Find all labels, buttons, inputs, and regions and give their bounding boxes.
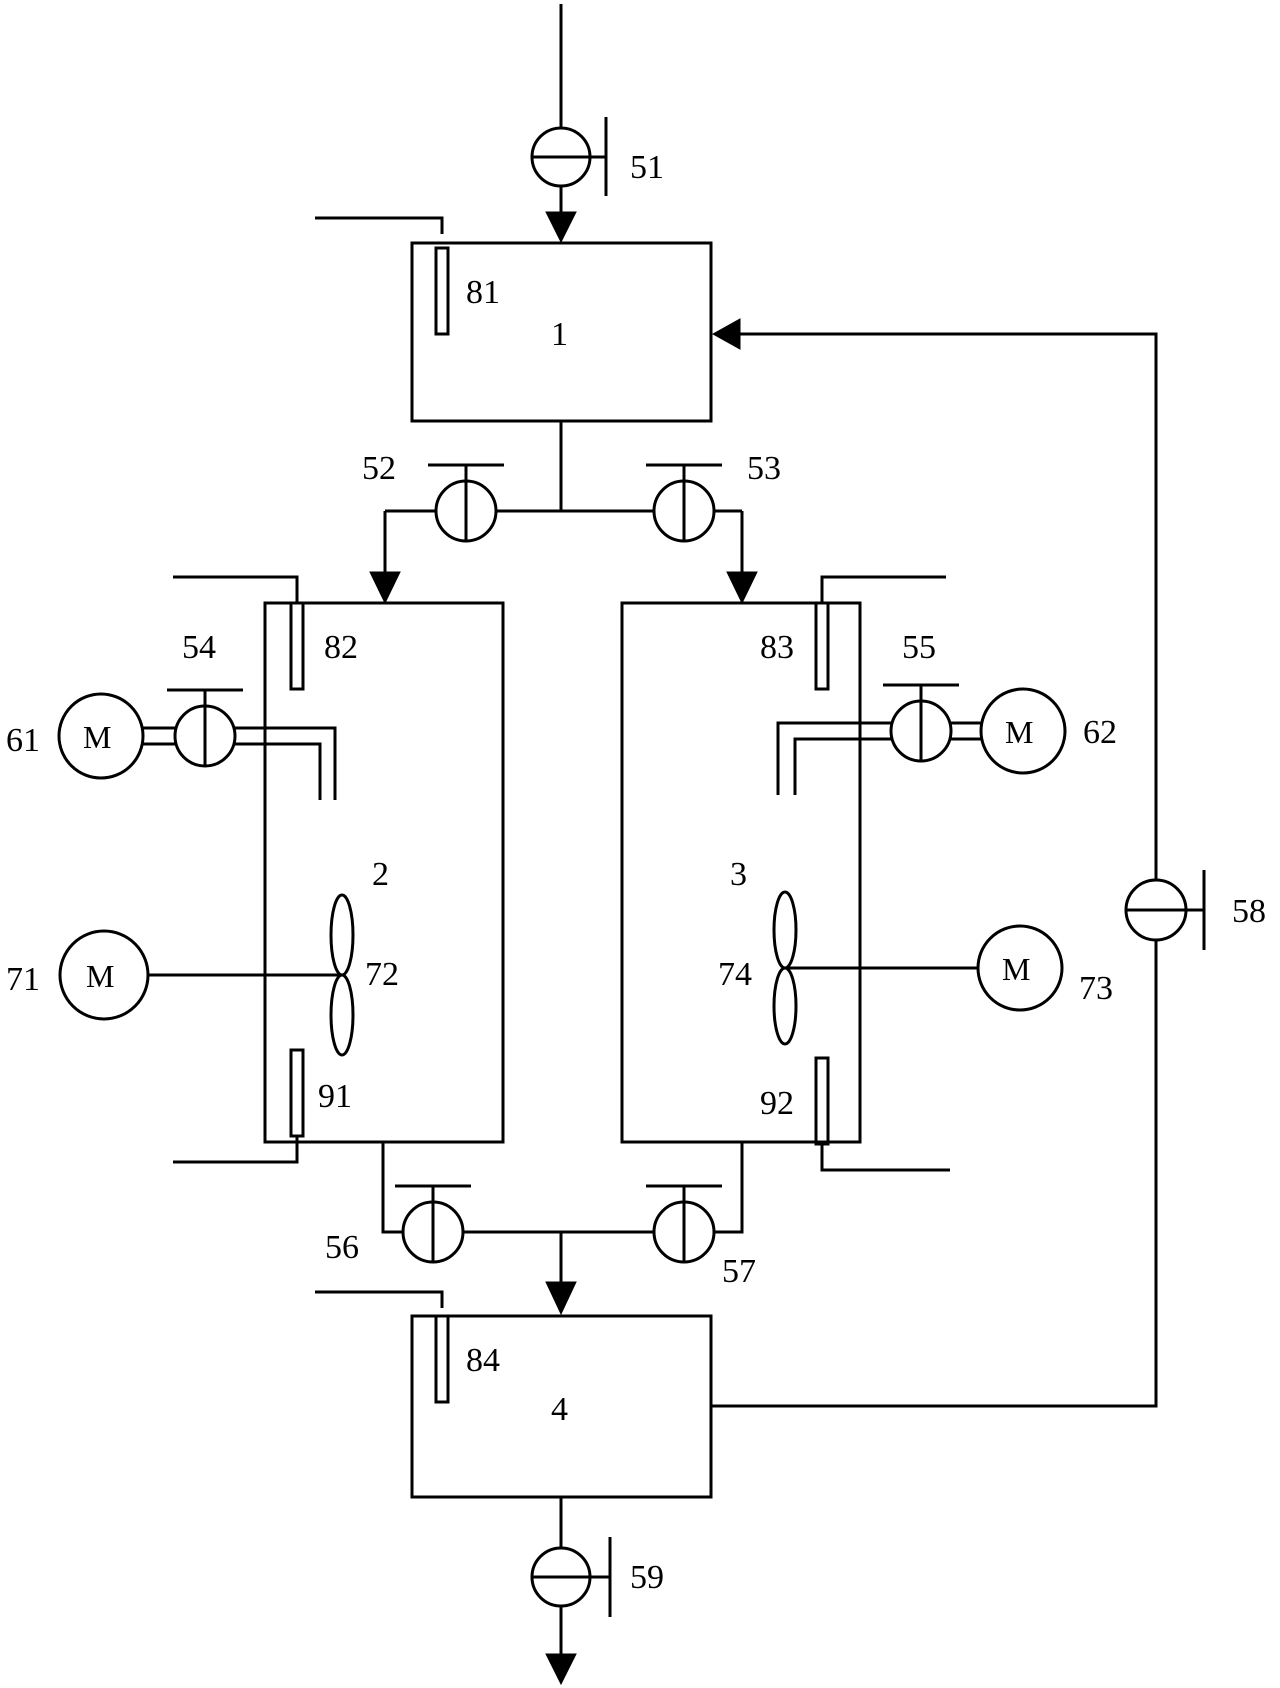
outlet-line (545, 1497, 577, 1686)
recycle-line (711, 318, 1158, 1408)
agitator-72 (329, 893, 355, 1057)
valve-58[interactable] (1124, 870, 1206, 950)
svg-text:M: M (86, 958, 114, 994)
valve-51[interactable] (530, 117, 608, 196)
sensor-92 (814, 1056, 950, 1172)
split-line-top (369, 421, 758, 605)
svg-text:M: M (1002, 951, 1030, 987)
valve-53[interactable] (646, 463, 722, 543)
sensor-81-label: 81 (466, 274, 500, 311)
valve-57-label: 57 (722, 1253, 756, 1290)
motor-73: M (976, 924, 1064, 1012)
valve-59-label: 59 (630, 1559, 664, 1596)
tank-3-label: 3 (730, 856, 747, 893)
level-sensor-83 (814, 575, 946, 691)
tank-1-label: 1 (551, 316, 568, 353)
merge-line-bottom (381, 1142, 744, 1316)
motor-62: M (979, 687, 1067, 775)
svg-text:M: M (83, 719, 111, 755)
inlet-line (545, 4, 577, 244)
sensor-92-label: 92 (760, 1085, 794, 1122)
sensor-82-label: 82 (324, 629, 358, 666)
valve-55[interactable] (883, 683, 959, 763)
agitator-72-label: 72 (365, 956, 399, 993)
tank-4-label: 4 (551, 1391, 568, 1428)
level-sensor-82 (173, 575, 305, 691)
level-sensor-84 (315, 1290, 450, 1404)
motor-61-label: 61 (6, 722, 40, 759)
sensor-84-label: 84 (466, 1342, 500, 1379)
valve-52[interactable] (428, 463, 504, 543)
valve-54[interactable] (167, 688, 243, 768)
level-sensor-81 (315, 216, 450, 336)
valve-56[interactable] (395, 1184, 471, 1264)
motor-71-label: 71 (6, 961, 40, 998)
sensor-91-label: 91 (318, 1078, 352, 1115)
valve-54-label: 54 (182, 629, 216, 666)
valve-56-label: 56 (325, 1229, 359, 1266)
motor-62-label: 62 (1083, 714, 1117, 751)
agitator-74 (772, 890, 798, 1046)
tank-2-label: 2 (372, 856, 389, 893)
feed-pipe-54 (143, 726, 337, 800)
valve-51-label: 51 (630, 149, 664, 186)
valve-52-label: 52 (362, 450, 396, 487)
valve-53-label: 53 (747, 450, 781, 487)
svg-text:M: M (1005, 714, 1033, 750)
valve-57[interactable] (646, 1184, 722, 1264)
motor-73-label: 73 (1079, 970, 1113, 1007)
sensor-83-label: 83 (760, 629, 794, 666)
sensor-91 (173, 1048, 305, 1164)
valve-59[interactable] (530, 1537, 612, 1617)
feed-pipe-55 (776, 721, 981, 795)
agitator-74-label: 74 (718, 956, 752, 993)
valve-58-label: 58 (1232, 893, 1266, 930)
motor-61: M (57, 692, 145, 780)
valve-55-label: 55 (902, 629, 936, 666)
motor-71: M (58, 929, 150, 1021)
